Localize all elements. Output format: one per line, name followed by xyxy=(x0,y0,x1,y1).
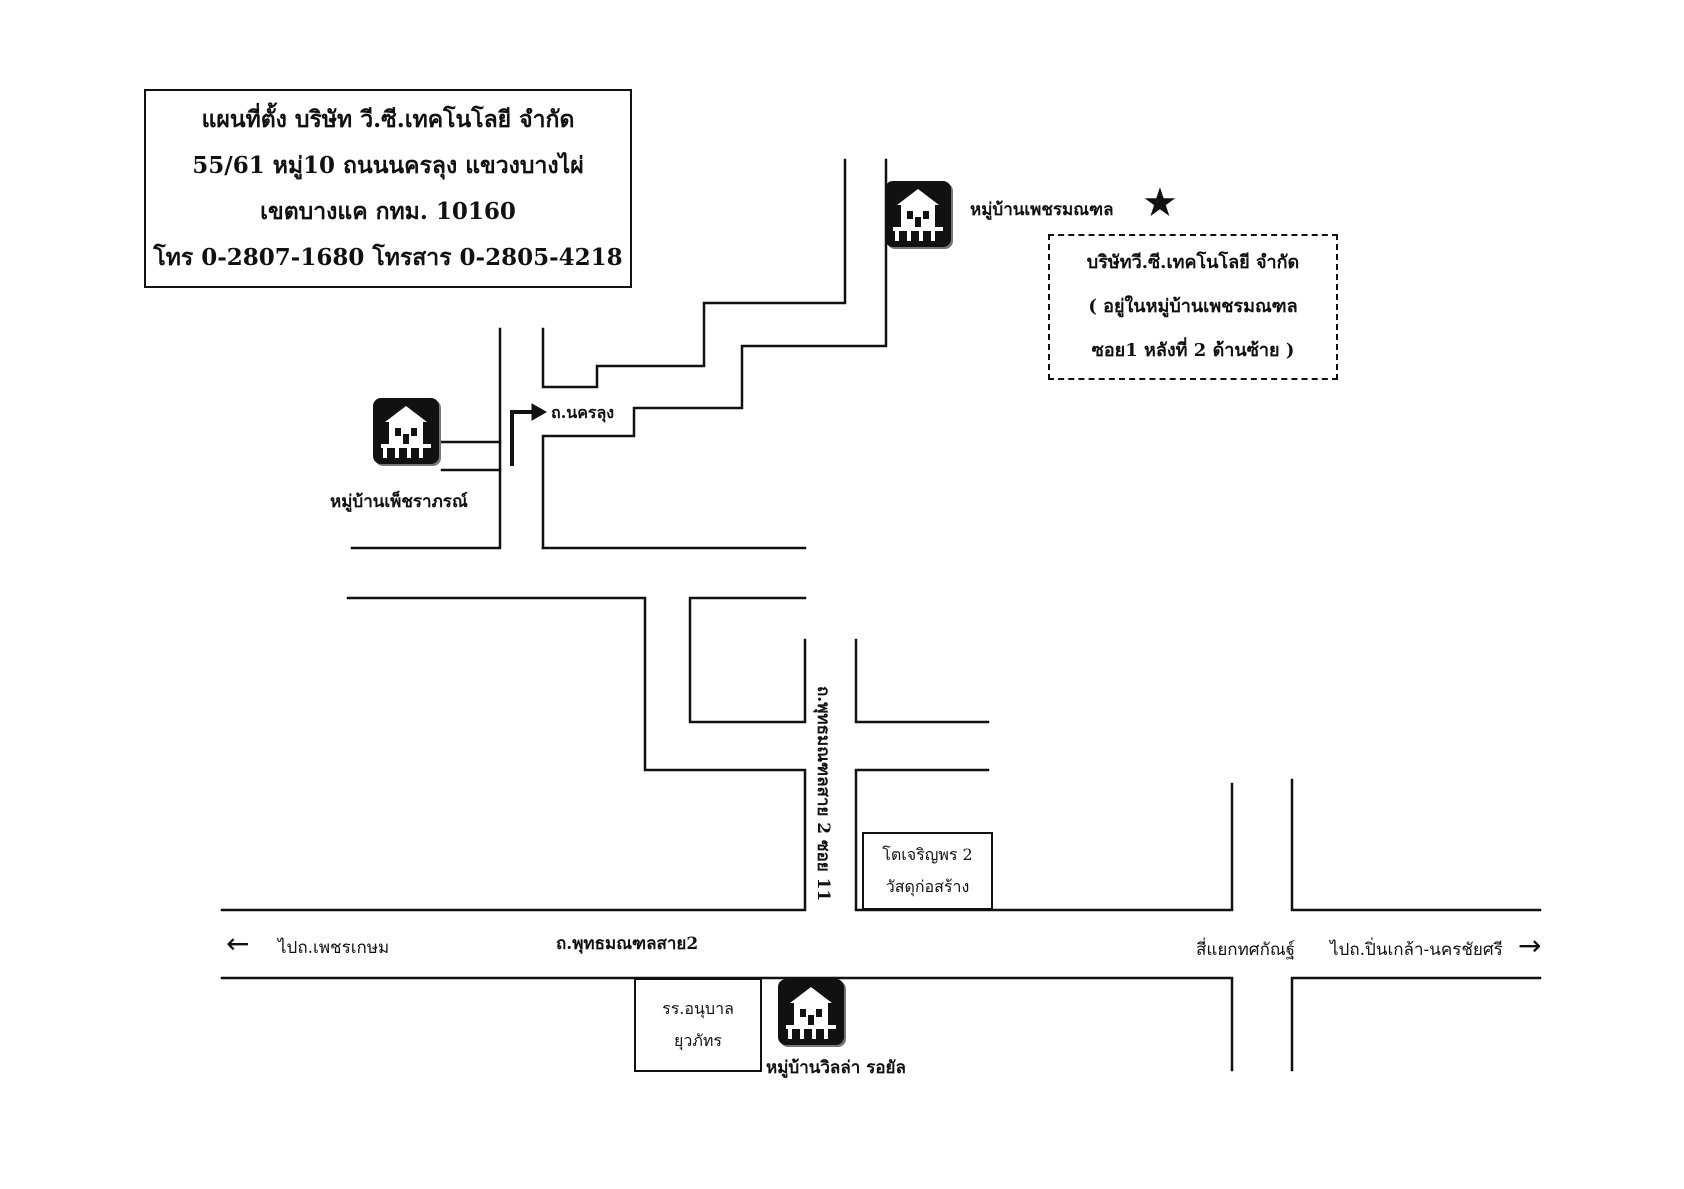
kindergarten-box: รร.อนุบาล ยุวภัทร xyxy=(634,978,762,1072)
title-line-1: แผนที่ตั้ง บริษัท วี.ซี.เทคโนโลยี จำกัด xyxy=(201,105,575,133)
school-name-line-2: ยุวภัทร xyxy=(673,1031,723,1050)
construction-shop-box: โตเจริญพร 2 วัสดุก่อสร้าง xyxy=(862,832,993,910)
road-edge xyxy=(1290,976,1542,1072)
road-soi-11-label: ถ.พุทธมณฑลสาย 2 ซอย 11 xyxy=(813,686,833,902)
road-edge xyxy=(220,976,1234,1072)
intersection-label: สี่แยกทศกัณฐ์ xyxy=(1196,940,1296,960)
arrow-left-icon: ← xyxy=(226,927,250,960)
house-icon xyxy=(885,181,951,247)
arrow-right-icon: → xyxy=(1518,929,1542,962)
to-phetkasem-label: ไปถ.เพชรเกษม xyxy=(278,938,390,958)
road-edge xyxy=(854,768,1234,912)
village-phetcharat-label: หมู่บ้านเพ็ชราภรณ์ xyxy=(330,492,468,512)
road-edge xyxy=(220,596,807,912)
road-edge xyxy=(688,596,807,724)
company-name: บริษัทวี.ซี.เทคโนโลยี จำกัด xyxy=(1086,252,1300,273)
village-phetmonthon-label: หมู่บ้านเพชรมณฑล xyxy=(970,200,1114,220)
star-icon: ★ xyxy=(1142,180,1178,226)
road-edge xyxy=(541,158,888,550)
company-location-line-1: ( อยู่ในหมู่บ้านเพชรมณฑล xyxy=(1088,296,1298,317)
address-line-3: เขตบางแค กทม. 10160 xyxy=(260,197,516,225)
title-box: แผนที่ตั้ง บริษัท วี.ซี.เทคโนโลยี จำกัด … xyxy=(144,89,632,288)
shop-name: โตเจริญพร 2 xyxy=(882,845,973,864)
school-name-line-1: รร.อนุบาล xyxy=(662,999,734,1018)
road-edge xyxy=(541,158,847,389)
company-location-box: บริษัทวี.ซี.เทคโนโลยี จำกัด ( อยู่ในหมู่… xyxy=(1048,234,1338,380)
road-edge xyxy=(854,638,990,724)
company-location-line-2: ซอย1 หลังที่ 2 ด้านซ้าย ) xyxy=(1091,340,1295,361)
road-nakhon-lung-label: ถ.นครลุง xyxy=(551,403,615,422)
road-edge xyxy=(1290,778,1542,912)
road-main-label: ถ.พุทธมณฑลสาย2 xyxy=(556,934,699,954)
house-icon xyxy=(778,979,844,1045)
phone-fax-line: โทร 0-2807-1680 โทรสาร 0-2805-4218 xyxy=(153,243,623,271)
to-pinklao-label: ไปถ.ปิ่นเกล้า-นครชัยศรี xyxy=(1330,940,1503,960)
shop-type: วัสดุก่อสร้าง xyxy=(885,877,970,896)
house-icon xyxy=(373,398,439,464)
road-edge xyxy=(350,327,502,550)
address-line-2: 55/61 หมู่10 ถนนนครลุง แขวงบางไผ่ xyxy=(192,151,584,179)
village-villa-royal-label: หมู่บ้านวิลล่า รอยัล xyxy=(766,1058,906,1078)
turn-right-arrow-icon xyxy=(510,403,548,466)
